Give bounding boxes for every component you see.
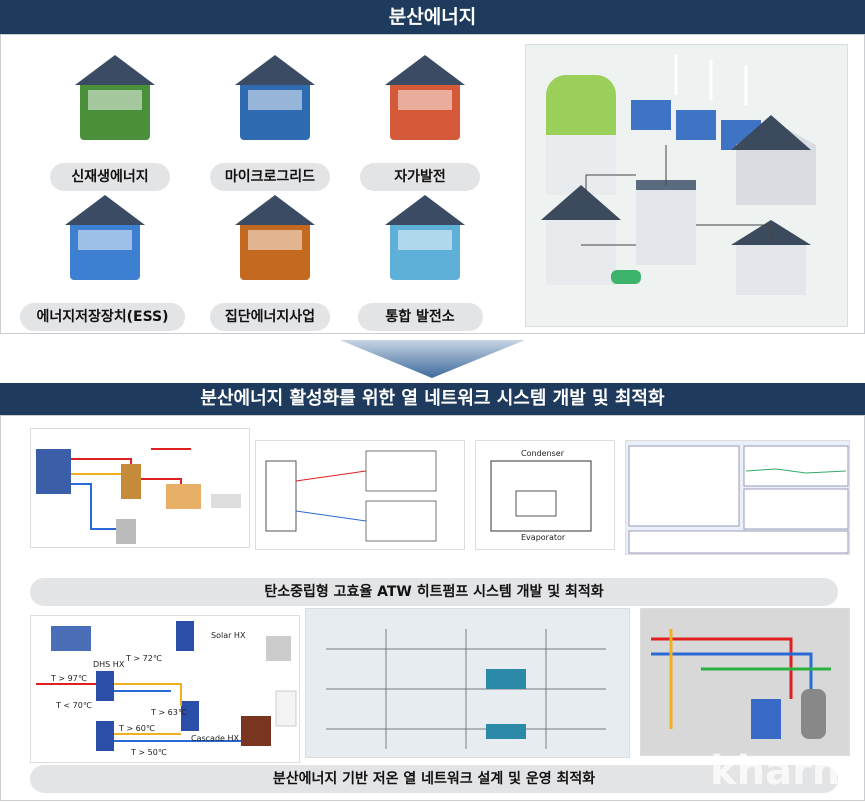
energy-type-label: 집단에너지사업 (210, 303, 330, 331)
cascade-hx-label: Cascade HX (191, 734, 239, 743)
section2-header: 분산에너지 활성화를 위한 열 네트워크 시스템 개발 및 최적화 (0, 383, 865, 415)
row1-caption: 탄소중립형 고효율 ATW 히트펌프 시스템 개발 및 최적화 (30, 578, 838, 606)
energy-type-label: 자가발전 (360, 163, 480, 191)
condenser-label: Condenser (521, 449, 564, 458)
energy-type-label: 신재생에너지 (50, 163, 170, 191)
heatpump-circuit-diagram (255, 440, 465, 550)
factory-icon (220, 185, 330, 290)
energy-type-label: 마이크로그리드 (210, 163, 330, 191)
dhs-hx-label: DHS HX (93, 660, 125, 669)
solar-house-icon (370, 45, 480, 150)
evaporator-label: Evaporator (521, 533, 566, 542)
process-simulation-screenshot (305, 608, 630, 758)
kharn-watermark: kharn (710, 748, 841, 794)
section1-header: 분산에너지 (0, 0, 865, 34)
temp-label: T < 70℃ (56, 701, 92, 710)
temp-label: T > 72℃ (126, 654, 162, 663)
piping-3d-model (640, 608, 850, 756)
distributed-energy-illustration (525, 44, 848, 327)
atw-heatpump-schematic (30, 428, 250, 548)
row2-caption: 분산에너지 기반 저온 열 네트워크 설계 및 운영 최적화 (30, 765, 838, 793)
refrigerant-cycle-diagram: Condenser Evaporator (475, 440, 615, 550)
temp-label: T > 60℃ (119, 724, 155, 733)
battery-storage-icon (50, 185, 160, 290)
energy-type-label: 통합 발전소 (357, 303, 483, 331)
monitoring-dashboard-screenshot (625, 440, 850, 555)
temp-label: T > 97℃ (51, 674, 87, 683)
microgrid-icon (220, 45, 330, 150)
energy-type-label: 에너지저장장치(ESS) (20, 303, 185, 331)
down-arrow-icon (340, 340, 525, 378)
low-temp-heat-network-diagram: Solar HX DHS HX Cascade HX T > 97℃ T < 7… (30, 615, 300, 763)
temp-label: T > 63℃ (151, 708, 187, 717)
power-plant-icon (370, 185, 480, 290)
temp-label: T > 50℃ (131, 748, 167, 757)
solar-hx-label: Solar HX (211, 631, 246, 640)
wind-solar-icon (60, 45, 170, 150)
